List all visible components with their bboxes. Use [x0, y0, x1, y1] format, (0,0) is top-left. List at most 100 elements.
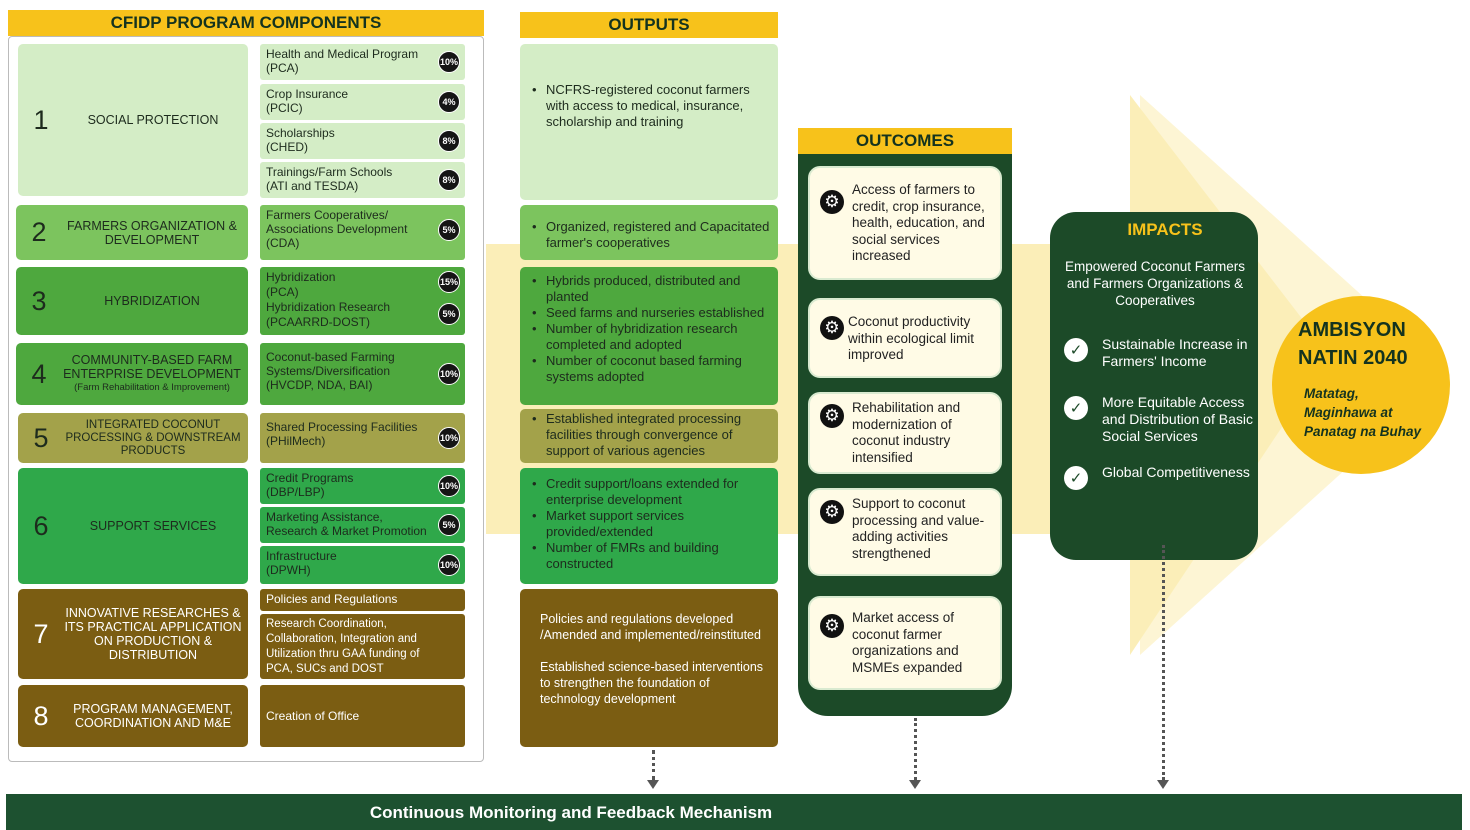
output-item: Number of coconut based farming systems …: [530, 353, 770, 385]
impact-item-3: ✓Global Competitiveness: [1064, 464, 1254, 490]
budget-badge: 10%: [438, 475, 460, 497]
budget-badge: 5%: [438, 514, 460, 536]
impacts-header: IMPACTS: [1127, 220, 1203, 239]
program-trainings: Trainings/Farm Schools (ATI and TESDA)8%: [260, 162, 465, 198]
components-header: CFIDP PROGRAM COMPONENTS: [8, 10, 484, 36]
outcome-text: Access of farmers to credit, crop insura…: [852, 182, 985, 263]
impacts-panel: [1050, 212, 1258, 560]
output-item: Established integrated processing facili…: [530, 411, 770, 459]
program-label: Crop Insurance (PCIC): [266, 87, 349, 115]
arrow-down-icon: [647, 780, 659, 789]
program-label: Coconut-based Farming Systems/Diversific…: [266, 350, 395, 392]
component-3: 3 HYBRIDIZATION: [16, 267, 248, 335]
feedback-footer-text: Continuous Monitoring and Feedback Mecha…: [369, 803, 773, 822]
output-item: Seed farms and nurseries established: [530, 305, 770, 321]
program-label: Health and Medical Program (PCA): [266, 47, 419, 75]
check-icon: ✓: [1064, 396, 1088, 420]
output-item: Established science-based interventions …: [540, 660, 764, 706]
program-label: Credit Programs (DBP/LBP): [266, 471, 354, 499]
output-group-2: Organized, registered and Capacitated fa…: [520, 205, 778, 260]
output-list: NCFRS-registered coconut farmers with ac…: [530, 82, 770, 130]
component-8: 8 PROGRAM MANAGEMENT, COORDINATION AND M…: [18, 685, 248, 747]
output-group-6: Policies and regulations developed /Amen…: [520, 589, 778, 747]
outcome-item-2: ⚙Coconut productivity within ecological …: [808, 298, 1002, 378]
outcome-text: Coconut productivity within ecological l…: [848, 314, 975, 362]
output-group-1: NCFRS-registered coconut farmers with ac…: [520, 44, 778, 200]
component-number: 5: [33, 422, 49, 453]
budget-badge: 15%: [438, 271, 460, 293]
component-name: FARMERS ORGANIZATION & DEVELOPMENT: [67, 218, 237, 247]
component-name: SOCIAL PROTECTION: [87, 113, 219, 127]
impact-item-1: ✓ Sustainable Increase in Farmers' Income: [1064, 336, 1254, 370]
outputs-header: OUTPUTS: [520, 12, 778, 38]
component-5: 5 INTEGRATED COCONUT PROCESSING & DOWNST…: [18, 413, 248, 463]
outcome-text: Rehabilitation and modernization of coco…: [852, 400, 961, 465]
component-name: INTEGRATED COCONUT PROCESSING & DOWNSTRE…: [65, 418, 241, 457]
program-research-coordination: Research Coordination, Collaboration, In…: [260, 614, 465, 679]
budget-badge: 4%: [438, 91, 460, 113]
output-item: Hybrids produced, distributed and plante…: [530, 273, 770, 305]
component-6: 6 SUPPORT SERVICES: [18, 468, 248, 584]
output-group-3: Hybrids produced, distributed and plante…: [520, 267, 778, 405]
budget-badge: 10%: [438, 427, 460, 449]
component-number: 6: [33, 510, 49, 541]
program-scholarships: Scholarships (CHED)8%: [260, 123, 465, 159]
output-item: Market support services provided/extende…: [530, 508, 770, 540]
program-label: Creation of Office: [266, 709, 360, 723]
gear-icon: ⚙: [820, 500, 844, 524]
impact-text: Global Competitiveness: [1102, 464, 1250, 480]
program-label: Hybridization (PCA) Hybridization Resear…: [266, 270, 391, 329]
budget-badge: 10%: [438, 51, 460, 73]
output-list: Organized, registered and Capacitated fa…: [530, 219, 770, 251]
budget-badge-research: 5%: [438, 303, 460, 325]
ambisyon-circle: [1272, 296, 1450, 474]
gear-icon: ⚙: [820, 316, 844, 340]
program-label: Policies and Regulations: [266, 592, 398, 606]
gear-icon: ⚙: [820, 614, 844, 638]
output-list: Established integrated processing facili…: [530, 411, 770, 459]
outcomes-header: OUTCOMES: [798, 128, 1012, 154]
outcome-text: Support to coconut processing and value-…: [852, 496, 985, 561]
component-subtitle: (Farm Rehabilitation & Improvement): [74, 382, 230, 393]
component-name: SUPPORT SERVICES: [89, 519, 217, 533]
ambisyon-title: AMBISYON NATIN 2040: [1298, 319, 1408, 369]
output-list: Hybrids produced, distributed and plante…: [530, 273, 770, 385]
component-number: 4: [31, 358, 47, 389]
program-processing: Shared Processing Facilities (PHilMech)1…: [260, 413, 465, 463]
budget-badge: 8%: [438, 169, 460, 191]
program-label: Scholarships (CHED): [266, 126, 335, 154]
feedback-line-impacts: [1162, 545, 1165, 780]
outcome-text: Market access of coconut farmer organiza…: [852, 610, 963, 675]
component-number: 7: [33, 618, 49, 649]
arrow-down-icon: [1157, 780, 1169, 789]
impacts-lead: Empowered Coconut Farmers and Farmers Or…: [1064, 259, 1246, 308]
output-item: Organized, registered and Capacitated fa…: [530, 219, 770, 251]
output-group-4: Established integrated processing facili…: [520, 409, 778, 463]
impact-text: Sustainable Increase in Farmers' Income: [1102, 336, 1248, 369]
output-item: Number of hybridization research complet…: [530, 321, 770, 353]
output-item: Number of FMRs and building constructed: [530, 540, 770, 572]
program-infrastructure: Infrastructure (DPWH) 10%: [260, 546, 465, 584]
feedback-line-outcomes: [914, 718, 917, 780]
arrow-down-icon: [909, 780, 921, 789]
component-2: 2 FARMERS ORGANIZATION & DEVELOPMENT: [16, 205, 248, 260]
impact-text: More Equitable Access and Distribution o…: [1102, 394, 1253, 444]
program-label: Infrastructure (DPWH): [266, 549, 337, 577]
program-creation-of-office: Creation of Office: [260, 685, 465, 747]
budget-badge: 10%: [438, 554, 460, 576]
program-label: Research Coordination, Collaboration, In…: [266, 618, 420, 675]
component-7: 7 INNOVATIVE RESEARCHES & ITS PRACTICAL …: [18, 589, 248, 679]
component-number: 3: [31, 285, 47, 316]
component-name-main: COMMUNITY-BASED FARM ENTERPRISE DEVELOPM…: [63, 353, 241, 381]
outcome-item-3: ⚙ Rehabilitation and modernization of coc…: [808, 392, 1002, 474]
outcome-item-4: ⚙ Support to coconut processing and value…: [808, 488, 1002, 576]
component-1: 1 SOCIAL PROTECTION: [18, 44, 248, 196]
component-number: 2: [31, 217, 47, 247]
component-name: INNOVATIVE RESEARCHES & ITS PRACTICAL AP…: [64, 606, 242, 662]
program-credit: Credit Programs (DBP/LBP) 10%: [260, 468, 465, 504]
gear-icon: ⚙: [820, 404, 844, 428]
ambisyon-tagline: Matatag, Maginhawa at Panatag na Buhay: [1304, 386, 1422, 439]
program-cooperatives: Farmers Cooperatives/ Associations Devel…: [260, 205, 465, 260]
outcome-item-1: ⚙Access of farmers to credit, crop insur…: [808, 166, 1002, 280]
check-icon: ✓: [1064, 338, 1088, 362]
